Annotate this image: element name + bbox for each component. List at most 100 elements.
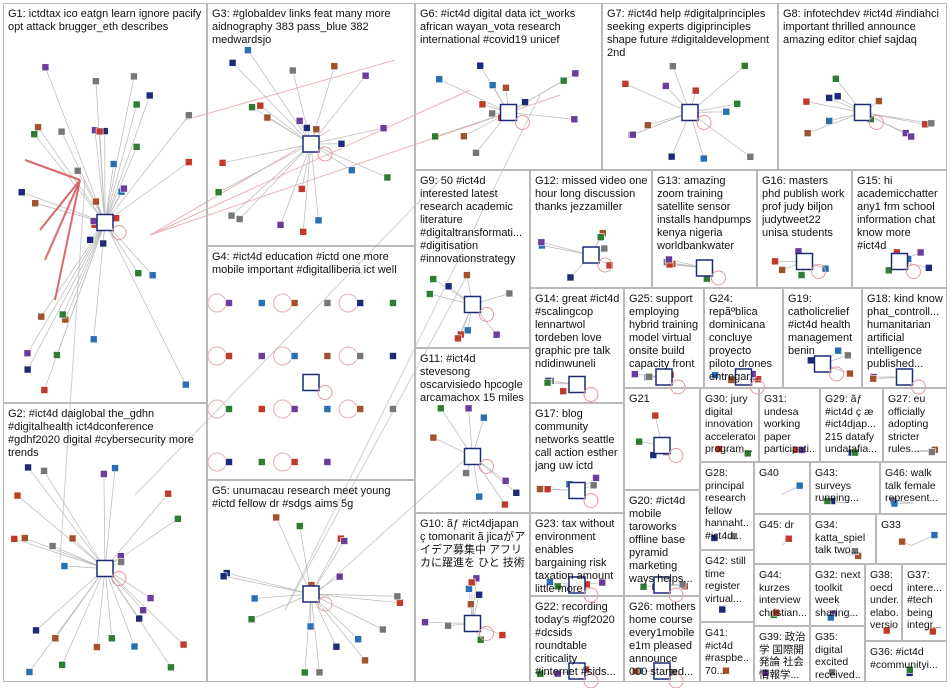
node-thumbnail [772, 608, 781, 617]
node-thumbnail [480, 413, 488, 422]
node-thumbnail [295, 117, 304, 125]
node-thumbnail [778, 266, 786, 274]
group-cell-g32: G32: next toolkit week sharing... [810, 564, 865, 626]
group-label: G5: unumacau research meet young #ictd f… [212, 485, 394, 510]
group-cell-g45: G45: dr [754, 514, 810, 564]
edge [104, 115, 190, 223]
edge [862, 112, 932, 124]
node-thumbnail [823, 497, 832, 505]
node-thumbnail [73, 166, 82, 175]
node-thumbnail [117, 558, 125, 566]
group-cell-g26: G26: mothers home course every1mobile e1… [624, 596, 700, 682]
group-label: G16: masters phd publish work prof judy … [762, 175, 848, 239]
group-cell-g27: G27: eu officially adopting stricter rul… [883, 388, 947, 462]
cross-edge [284, 94, 541, 611]
edge [104, 146, 137, 223]
edge [304, 593, 312, 673]
edge [104, 104, 137, 223]
node-thumbnail [492, 330, 501, 339]
node-thumbnail [48, 542, 57, 550]
node-thumbnail [512, 489, 521, 497]
node-thumbnail [543, 378, 552, 387]
edge [310, 127, 384, 145]
edge [310, 593, 320, 673]
edge [302, 143, 312, 232]
node-thumbnail [225, 299, 233, 307]
node-thumbnail [435, 75, 444, 83]
node-thumbnail [521, 98, 529, 106]
edge [310, 143, 319, 221]
edge [55, 568, 106, 639]
self-loop [479, 626, 494, 641]
node-thumbnail [225, 352, 233, 360]
group-cell-g37: G37: intere... #tech being integr... [902, 564, 947, 641]
edge [310, 540, 345, 595]
edge [806, 101, 863, 113]
group-label: G14: great #ict4d #scalingcop lennartwol… [535, 293, 620, 370]
edge [40, 222, 106, 317]
edge [104, 222, 187, 385]
node-thumbnail [444, 282, 453, 291]
edge [807, 112, 863, 134]
node-thumbnail [907, 132, 915, 141]
group-label: G21 [629, 393, 650, 405]
node-thumbnail [32, 626, 40, 635]
node-thumbnail [710, 534, 719, 542]
edge [275, 517, 312, 595]
node-thumbnail [437, 404, 445, 413]
hub-node [499, 103, 518, 122]
node-thumbnail [869, 374, 877, 383]
edge [689, 112, 751, 158]
group-label: G10: ãƒ #ict4djapan ç tomonarit ã jicaがア… [420, 518, 526, 569]
cross-edge [319, 454, 471, 591]
edge [689, 65, 745, 113]
group-label: G26: mothers home course every1mobile e1… [629, 601, 696, 678]
edge [232, 62, 312, 145]
node-thumbnail [356, 299, 365, 307]
group-label: G12: missed video one hour long discussi… [535, 175, 648, 213]
edge [231, 143, 312, 216]
node-thumbnail [164, 489, 172, 498]
node-thumbnail [662, 82, 670, 90]
group-cell-g33: G33 [876, 514, 947, 564]
node-thumbnail [746, 153, 755, 161]
node-thumbnail [354, 635, 362, 643]
node-thumbnail [389, 352, 397, 360]
node-thumbnail [145, 91, 154, 100]
hub-node [795, 252, 814, 271]
node-thumbnail [635, 437, 643, 446]
group-label: G33 [881, 519, 901, 531]
edge [104, 76, 135, 223]
node-thumbnail [235, 215, 244, 223]
node-thumbnail [665, 255, 673, 264]
node-thumbnail [299, 228, 307, 236]
node-thumbnail [184, 158, 193, 166]
hub-node [895, 368, 914, 386]
edge [104, 493, 169, 569]
node-thumbnail [257, 405, 266, 413]
edge [310, 143, 388, 178]
self-loop [317, 385, 333, 400]
node-thumbnail [111, 464, 119, 472]
node-thumbnail [257, 352, 266, 360]
group-label: G30: jury digital innovation accelerator… [705, 393, 755, 455]
group-label: G11: #ict4d stevesong oscarvisiedo hpcog… [420, 353, 526, 404]
cross-edge [149, 89, 471, 236]
group-label: G7: #ict4d help #digitalprinciples seeki… [607, 8, 773, 59]
node-thumbnail [570, 115, 579, 124]
node-thumbnail [228, 59, 237, 67]
node-thumbnail [109, 160, 118, 168]
node-thumbnail [651, 411, 660, 420]
edge [61, 568, 106, 665]
self-loop [583, 387, 599, 402]
node-thumbnail [505, 289, 514, 298]
group-label: G34: katta_spiel talk two... [815, 519, 869, 556]
node-thumbnail [132, 143, 141, 151]
group-cell-g2: G2: #ict4d daiglobal the_gdhn #digitalhe… [3, 403, 207, 682]
node-thumbnail [379, 625, 387, 634]
node-thumbnail [475, 492, 483, 501]
hub-node [568, 375, 586, 394]
node-thumbnail [488, 81, 497, 89]
node-thumbnail [426, 290, 434, 298]
